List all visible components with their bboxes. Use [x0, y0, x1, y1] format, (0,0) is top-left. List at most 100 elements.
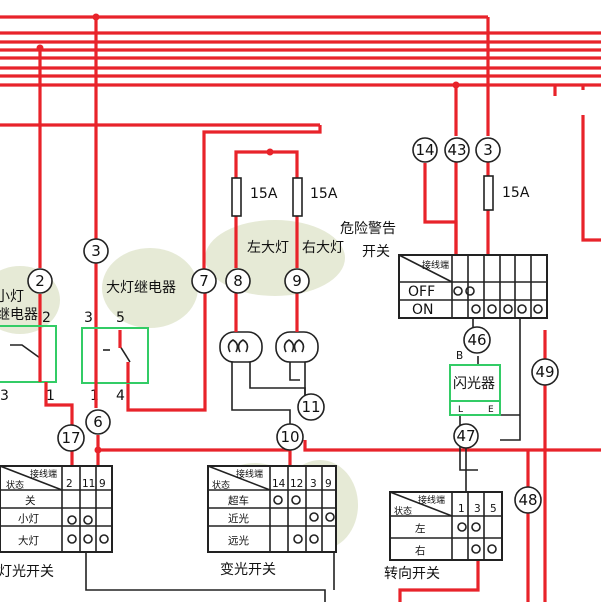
svg-text:49: 49 [535, 363, 554, 381]
dimmer-row-high: 远光 [228, 534, 249, 547]
hazard-switch: 接线端 OFF ON 危险警告 开关 [340, 221, 548, 319]
dimmer-corner-1: 接线端 [236, 468, 263, 480]
fuse-left [231, 177, 242, 217]
fuse-left-rating: 15A [250, 186, 278, 202]
small-relay-label-1: 小灯 [0, 289, 24, 305]
main-relay-pin-3: 3 [84, 310, 93, 326]
node-47: 47 [453, 423, 479, 449]
node-3-left: 3 [83, 238, 109, 264]
node-2: 2 [27, 268, 53, 294]
node-3-right: 3 [475, 137, 501, 163]
small-light-relay: 小灯 继电器 2 3 1 [0, 289, 74, 428]
svg-text:9: 9 [292, 272, 302, 290]
light-switch-t2: 11 [82, 478, 95, 490]
turn-switch: 接线端 状态 1 3 5 左 右 转向开关 [384, 491, 503, 582]
node-49: 49 [531, 358, 559, 386]
light-switch-label: 灯光开关 [0, 564, 54, 580]
svg-text:47: 47 [456, 427, 475, 445]
dimmer-row-pass: 超车 [228, 494, 249, 507]
node-6: 6 [85, 409, 111, 435]
dimmer-t1: 14 [272, 478, 286, 490]
fuse-right [292, 177, 303, 217]
small-relay-label-2: 继电器 [0, 307, 38, 323]
small-relay-pin-2: 2 [42, 310, 51, 326]
fuse-hazard [483, 175, 494, 211]
svg-text:10: 10 [280, 428, 299, 446]
small-relay-pin-1: 1 [46, 388, 55, 404]
svg-text:7: 7 [199, 272, 209, 290]
svg-text:11: 11 [301, 398, 320, 416]
dimmer-switch-label: 变光开关 [220, 562, 276, 578]
light-switch-row-off: 关 [25, 494, 36, 507]
node-17: 17 [57, 424, 85, 452]
svg-text:6: 6 [93, 413, 103, 431]
svg-text:46: 46 [467, 331, 486, 349]
hazard-header: 接线端 [422, 259, 449, 271]
flasher-pin-l: L [458, 405, 463, 415]
node-9: 9 [284, 268, 310, 294]
node-48: 48 [514, 486, 542, 514]
turn-corner-1: 接线端 [418, 494, 445, 506]
flasher-pin-b: B [456, 350, 463, 362]
node-14: 14 [412, 137, 438, 163]
light-switch: 接线端 状态 2 11 9 关 小灯 大灯 灯光开关 [0, 465, 113, 580]
top-bus-wires [0, 15, 601, 242]
main-relay-pin-4: 4 [116, 388, 125, 404]
svg-text:8: 8 [233, 272, 243, 290]
svg-text:2: 2 [35, 272, 45, 290]
flasher-pin-e: E [488, 405, 494, 415]
svg-text:3: 3 [483, 141, 493, 159]
switch-wires [70, 330, 601, 602]
turn-row-left: 左 [415, 522, 426, 535]
dimmer-t2: 12 [290, 478, 303, 490]
node-11: 11 [297, 393, 325, 421]
turn-corner-2: 状态 [394, 505, 412, 517]
svg-text:43: 43 [447, 141, 466, 159]
headlight-relay-label: 大灯继电器 [106, 280, 176, 296]
hazard-row-off: OFF [408, 284, 435, 300]
light-switch-row-main: 大灯 [18, 534, 39, 547]
feed-wires [38, 17, 490, 412]
node-7: 7 [191, 268, 217, 294]
hazard-row-on: ON [412, 302, 434, 318]
turn-t3: 5 [490, 503, 497, 515]
dimmer-row-low: 近光 [228, 512, 249, 525]
svg-text:48: 48 [518, 491, 537, 509]
dimmer-corner-2: 状态 [212, 479, 230, 491]
node-46: 46 [463, 326, 491, 354]
turn-row-right: 右 [415, 544, 426, 557]
fuse-hazard-rating: 15A [502, 185, 530, 201]
node-8: 8 [225, 268, 251, 294]
turn-t2: 3 [474, 503, 481, 515]
headlights: 左大灯 右大灯 [219, 240, 344, 428]
node-10: 10 [276, 423, 304, 451]
turn-t1: 1 [458, 503, 465, 515]
dimmer-switch: 接线端 状态 14 12 3 9 超车 近光 远光 变光开关 [207, 465, 337, 578]
small-relay-pin-3: 3 [0, 388, 9, 404]
hazard-label-1: 危险警告 [340, 221, 396, 237]
light-switch-t3: 9 [99, 478, 106, 490]
node-43: 43 [444, 137, 470, 163]
dimmer-t3: 3 [310, 478, 317, 490]
headlight-relay: 大灯继电器 3 5 1 4 [81, 280, 176, 408]
right-headlight-label: 右大灯 [302, 240, 344, 256]
svg-text:14: 14 [415, 141, 434, 159]
light-switch-corner-2: 状态 [6, 479, 24, 491]
svg-text:17: 17 [61, 429, 80, 447]
left-headlight-label: 左大灯 [247, 240, 289, 256]
svg-text:3: 3 [91, 242, 101, 260]
fuses: 15A 15A 15A [231, 175, 530, 217]
left-headlight-bulb [219, 331, 263, 363]
right-headlight-bulb [275, 331, 319, 363]
main-relay-pin-5: 5 [116, 310, 125, 326]
fuse-right-rating: 15A [310, 186, 338, 202]
light-switch-t1: 2 [66, 478, 73, 490]
dimmer-t4: 9 [325, 478, 332, 490]
light-switch-corner-1: 接线端 [30, 468, 57, 480]
turn-switch-label: 转向开关 [384, 566, 440, 582]
light-switch-row-small: 小灯 [18, 513, 39, 525]
flasher: 闪光器 B L E [449, 350, 501, 416]
hazard-label-2: 开关 [362, 244, 390, 260]
